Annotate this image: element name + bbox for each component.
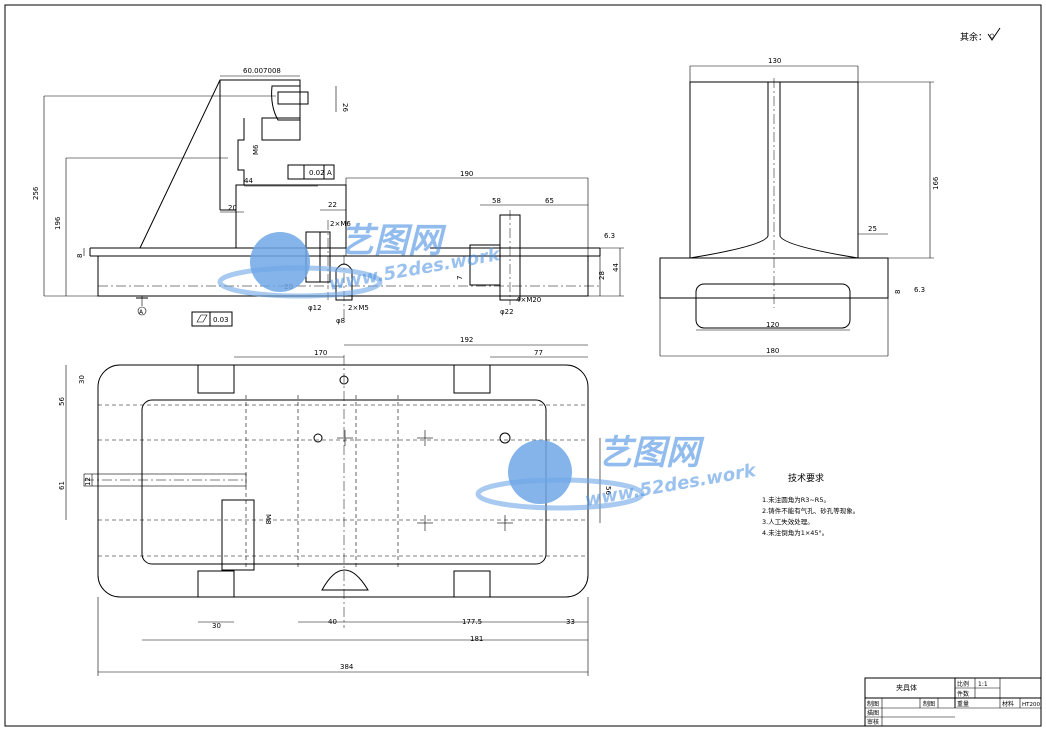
material-label: 材料 — [1002, 700, 1014, 708]
draw2-label: 制图 — [923, 700, 935, 708]
ratio-label: 比例 — [957, 680, 969, 688]
dim-22: 22 — [328, 201, 337, 209]
dim-65: 65 — [545, 197, 554, 205]
dim-256: 256 — [32, 186, 40, 200]
side-view: 130 166 25 8 6.3 120 180 — [659, 57, 940, 357]
tech-item: 2.铸件不能有气孔、砂孔等现象。 — [762, 506, 859, 515]
qty-label: 件数 — [957, 690, 969, 698]
plan-dim-61: 61 — [58, 481, 66, 490]
roughness-6-3: 6.3 — [604, 232, 615, 240]
thread-2xm5: 2×M5 — [348, 304, 369, 312]
side-dim-166: 166 — [932, 176, 940, 190]
plan-dim-30: 30 — [78, 375, 86, 384]
plan-dim-33: 33 — [566, 618, 575, 626]
plan-dim-192: 192 — [460, 336, 473, 344]
watermark-2: 艺图网 www.52des.work — [475, 433, 758, 511]
side-dim-130: 130 — [768, 57, 781, 65]
plan-dim-30-bottom: 30 — [212, 622, 221, 630]
tech-item: 3.人工失效处理。 — [762, 517, 814, 526]
side-dim-8: 8 — [894, 290, 902, 294]
surface-note: 其余： — [960, 31, 987, 43]
plan-dim-177-5: 177.5 — [462, 618, 482, 626]
watermark-brand: 艺图网 — [340, 221, 447, 261]
dim-phi22: φ22 — [500, 308, 514, 316]
dim-26: 26 — [341, 103, 349, 112]
datum-a-label: A — [139, 309, 144, 316]
weight-label: 重量 — [957, 700, 969, 708]
dim-8: 8 — [76, 254, 84, 258]
dim-7: 7 — [456, 276, 464, 280]
plan-dim-77: 77 — [534, 349, 543, 357]
roughness-symbol-icon — [987, 27, 1001, 41]
dim-58: 58 — [492, 197, 501, 205]
front-view: 60.007008 26 256 196 8 44 20 0.02 A 190 … — [32, 67, 624, 327]
side-dim-180: 180 — [766, 347, 779, 355]
watermark-1: 艺图网 www.52des.work — [217, 221, 502, 299]
dim-190: 190 — [460, 170, 473, 178]
review-label: 审核 — [867, 718, 879, 726]
dim-28: 28 — [598, 271, 606, 280]
plan-dim-56: 56 — [58, 397, 66, 406]
dim-44: 44 — [244, 177, 253, 185]
flatness-value: 0.03 — [213, 316, 229, 324]
plan-dim-384: 384 — [340, 663, 354, 671]
plan-dim-40: 40 — [328, 618, 337, 626]
check-label: 描图 — [867, 709, 879, 717]
tech-item: 1.未注圆角为R3~R5。 — [762, 495, 830, 504]
roughness-circle-icon — [989, 33, 995, 39]
side-dim-25: 25 — [868, 225, 877, 233]
dim-20: 20 — [228, 204, 237, 212]
part-name: 夹具体 — [896, 683, 917, 692]
sheet-border — [4, 4, 1042, 727]
dim-top-width: 60.007008 — [243, 67, 281, 75]
dim-196: 196 — [54, 216, 62, 230]
dim-phi8: φ8 — [336, 317, 345, 325]
tech-title: 技术要求 — [788, 472, 824, 484]
tolerance-value: 0.02 — [309, 169, 325, 177]
plan-dim-56-right: 56 — [604, 486, 612, 495]
draw-label: 制图 — [867, 700, 879, 708]
watermark-brand: 艺图网 — [598, 433, 705, 473]
tech-item: 4.未注倒角为1×45°。 — [762, 528, 828, 537]
ratio-value: 1:1 — [978, 681, 988, 688]
side-roughness: 6.3 — [914, 286, 925, 294]
dim-phi12: φ12 — [308, 304, 322, 312]
side-dim-120: 120 — [766, 321, 779, 329]
dim-44-right: 44 — [612, 263, 620, 272]
plan-dim-170: 170 — [314, 349, 327, 357]
tolerance-datum: A — [327, 169, 332, 177]
tech-requirements: 技术要求 1.未注圆角为R3~R5。 2.铸件不能有气孔、砂孔等现象。 3.人工… — [762, 472, 859, 537]
thread-4xm20: 4×M20 — [516, 296, 541, 304]
plan-dim-181: 181 — [470, 635, 483, 643]
thread-m6: M6 — [252, 144, 260, 155]
plan-thread-m8: M8 — [264, 514, 272, 525]
thread-2xm6: 2×M6 — [330, 220, 351, 228]
plan-dim-12: 12 — [84, 477, 92, 486]
plan-view: 170 192 77 30 56 12 61 56 M8 30 40 177.5… — [58, 336, 612, 676]
title-block: 夹具体 比例 1:1 件数 制图 制图 重量 材料 HT200 描图 审核 — [864, 677, 1042, 727]
material-value: HT200 — [1022, 702, 1040, 708]
